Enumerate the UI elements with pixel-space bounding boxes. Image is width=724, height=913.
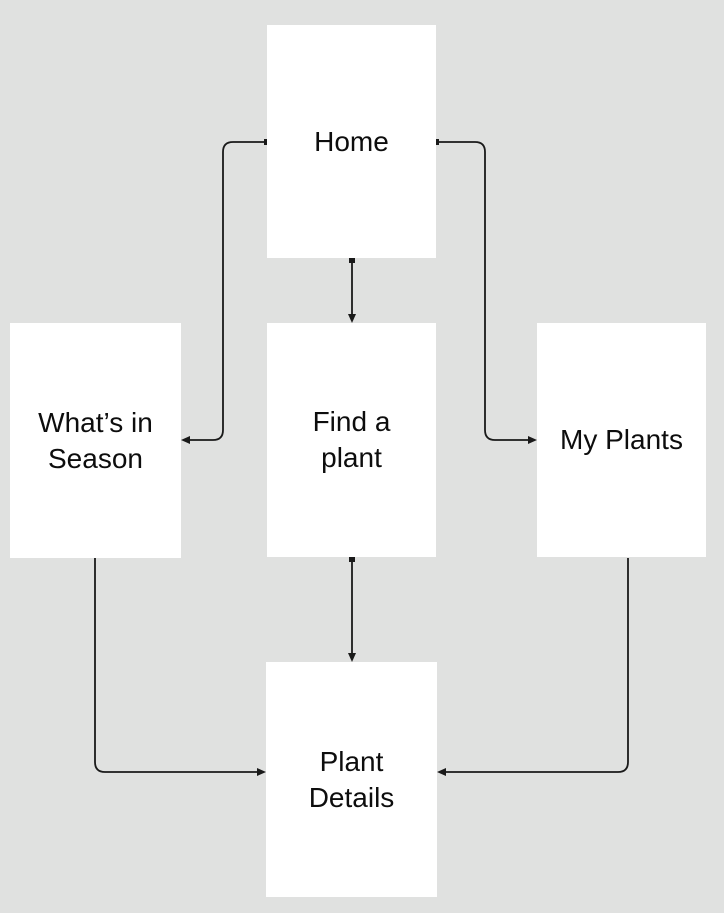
arrowhead-right-icon: [528, 436, 537, 444]
arrowhead-down-icon: [348, 653, 356, 662]
arrowhead-left-icon: [181, 436, 190, 444]
node-whats-in-season[interactable]: What’s in Season: [10, 323, 181, 558]
edge-my-plants-to-plant-details: [437, 558, 629, 776]
edge-home-to-whats-in-season: [181, 139, 270, 444]
edge-home-to-my-plants: [433, 139, 537, 444]
node-label: What’s in Season: [38, 406, 153, 474]
node-find-a-plant[interactable]: Find a plant: [267, 323, 436, 557]
edge-whats-in-season-to-plant-details: [94, 558, 266, 776]
node-label: Plant Details: [308, 745, 395, 813]
node-label: My Plants: [560, 424, 683, 455]
edge-find-a-plant-to-plant-details: [348, 556, 356, 662]
node-plant-details[interactable]: Plant Details: [266, 662, 437, 897]
node-label: Find a plant: [312, 406, 391, 473]
node-label: Home: [314, 125, 389, 157]
arrowhead-right-icon: [257, 768, 266, 776]
arrowhead-left-icon: [437, 768, 446, 776]
arrowhead-down-icon: [348, 314, 356, 323]
node-my-plants[interactable]: My Plants: [537, 323, 706, 557]
edge-home-to-find-a-plant: [348, 257, 356, 323]
node-home[interactable]: Home: [267, 25, 436, 258]
